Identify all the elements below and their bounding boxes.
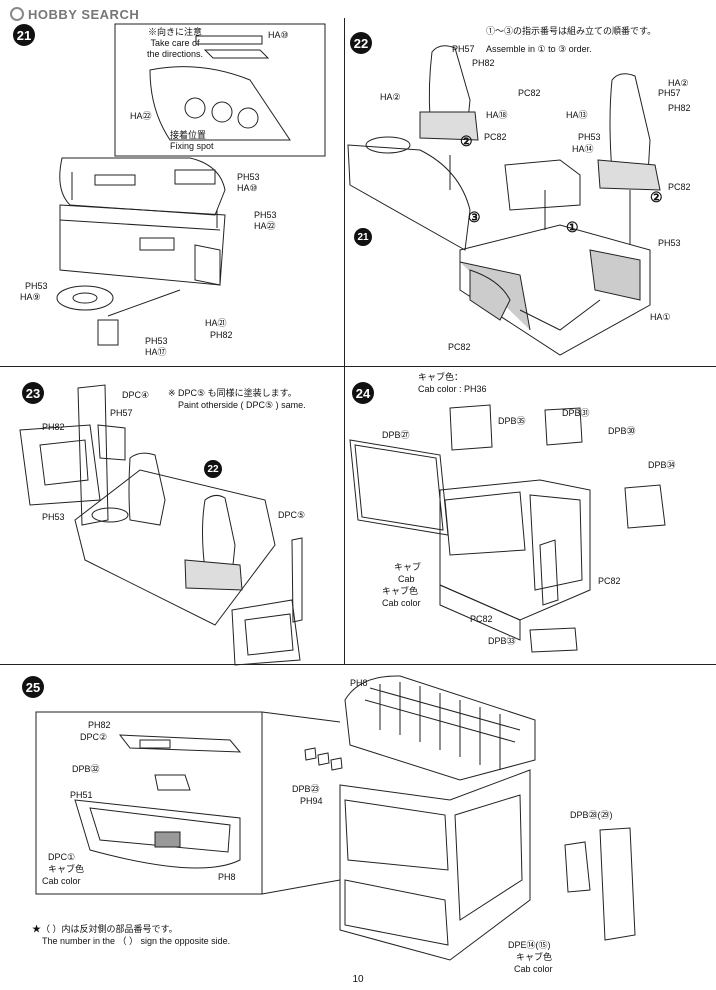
s25-ph94: PH94 (300, 796, 323, 806)
s23-note-jp: ※ DPC⑤ も同様に塗装します。 (168, 388, 297, 398)
hobby-search-logo-icon (10, 7, 24, 21)
direction-note-en1: Take care of (150, 38, 200, 48)
order-mark-2b: ② (650, 189, 663, 205)
s25-dpb23: DPB㉓ (292, 784, 320, 794)
footnote-jp: ★（ ）内は反対側の部品番号です。 (32, 924, 178, 934)
s22-ha1: HA① (650, 312, 671, 322)
s23-note-en: Paint otherside ( DPC⑤ ) same. (178, 400, 306, 410)
s24-dpb30: DPB㉚ (608, 426, 636, 436)
s24-cab-color-en: Cab color : PH36 (418, 384, 487, 394)
part-ha21: HA㉑ (205, 318, 227, 328)
s22-pc82-2: PC82 (484, 132, 507, 142)
part-ha17: HA⑰ (145, 347, 167, 357)
step24-drawing (349, 404, 666, 653)
s25-dpb32: DPB㉜ (72, 764, 100, 774)
s22-ph82-left: PH82 (472, 58, 495, 68)
s22-ph53-2: PH53 (658, 238, 681, 248)
step-21-badge: 21 (13, 24, 35, 46)
s24-cab-en: Cab (398, 574, 415, 584)
s24-cab-color2-en: Cab color (382, 598, 421, 608)
s22-ha2-left: HA② (380, 92, 401, 102)
s22-pc82-1: PC82 (518, 88, 541, 98)
s24-dpb33: DPB㉝ (488, 636, 516, 646)
s25-cab-en: Cab color (42, 876, 81, 886)
s24-cab-color-jp: キャブ色： (418, 372, 464, 382)
s25-ph51: PH51 (70, 790, 93, 800)
order-mark-1: ① (566, 219, 579, 235)
s22-ph57-right: PH57 (658, 88, 681, 98)
order-mark-2: ② (460, 133, 473, 149)
step25-drawing (35, 675, 636, 961)
s23-dpc5: DPC⑤ (278, 510, 306, 520)
part-ha9: HA⑨ (20, 292, 41, 302)
part-ha10-top: HA⑩ (268, 30, 289, 40)
s22-ph82-right: PH82 (668, 103, 691, 113)
step-23-badge: 23 (22, 382, 44, 404)
part-ph82: PH82 (210, 330, 233, 340)
part-ph53-3: PH53 (25, 281, 48, 291)
step-25-badge: 25 (22, 676, 44, 698)
s22-ha13: HA⑬ (566, 110, 588, 120)
s22-pc82-4: PC82 (448, 342, 471, 352)
order-note-en: Assemble in ① to ③ order. (486, 44, 592, 54)
s24-dpb31: DPB㉛ (562, 408, 590, 418)
part-ha10-bottom: HA⑩ (237, 183, 258, 193)
step-22-badge: 22 (350, 32, 372, 54)
s25-ph82: PH82 (88, 720, 111, 730)
s24-cab-jp: キャブ (394, 562, 422, 572)
step22-drawing (347, 45, 661, 356)
site-header: HOBBY SEARCH (10, 6, 139, 22)
s25-cab-jp: キャブ色 (48, 864, 85, 874)
part-ha22-top: HA㉒ (130, 111, 152, 121)
s22-ha14: HA⑭ (572, 144, 594, 154)
s22-ha2-right: HA② (668, 78, 689, 88)
column-divider (344, 18, 345, 664)
s25-dpc1: DPC① (48, 852, 76, 862)
row-divider-2 (0, 664, 716, 665)
part-ph53-4: PH53 (145, 336, 168, 346)
fixing-spot-en: Fixing spot (170, 141, 214, 151)
s22-pc82-3: PC82 (668, 182, 691, 192)
direction-note-en2: the directions. (146, 49, 204, 59)
s25-dpc2: DPC② (80, 732, 108, 742)
s22-ph57-left: PH57 (452, 44, 475, 54)
s23-ph53: PH53 (42, 512, 65, 522)
step-24-badge: 24 (352, 382, 374, 404)
s25-dpb28: DPB㉘(㉙) (570, 810, 613, 820)
s24-dpb34: DPB㉞ (648, 460, 676, 470)
row-divider-1 (0, 366, 716, 367)
s22-ph53-1: PH53 (578, 132, 601, 142)
s24-dpb35: DPB㉟ (498, 416, 526, 426)
part-ph53-2: PH53 (254, 210, 277, 220)
site-name: HOBBY SEARCH (28, 6, 140, 22)
page-number: 10 (352, 974, 364, 985)
s25-cab-en2: Cab color (514, 964, 553, 974)
s23-ph57: PH57 (110, 408, 133, 418)
order-note-jp: ①～③の指示番号は組み立ての順番です。 (486, 26, 657, 36)
direction-note-jp: ※向きに注意 (147, 27, 202, 37)
s24-pc82-2: PC82 (470, 614, 493, 624)
s25-dpe14: DPE⑭(⑮) (508, 940, 551, 950)
s22-ha18: HA⑱ (486, 110, 508, 120)
order-mark-3: ③ (468, 209, 481, 225)
s24-pc82-1: PC82 (598, 576, 621, 586)
s24-dpb27: DPB㉗ (382, 430, 410, 440)
step21-drawing (56, 23, 326, 346)
s23-ph82: PH82 (42, 422, 65, 432)
step23-drawing (19, 384, 303, 666)
footnote-en: The number in the （ ） sign the opposite … (42, 936, 231, 946)
s23-dpc4: DPC④ (122, 390, 150, 400)
s23-sub22-badge: 22 (204, 460, 222, 478)
s25-cab-jp2: キャブ色 (516, 952, 553, 962)
s24-cab-color2-jp: キャブ色 (382, 586, 419, 596)
s25-ph8-top: PH8 (350, 678, 368, 688)
part-ph53-1: PH53 (237, 172, 260, 182)
fixing-spot-jp: 接着位置 (170, 130, 207, 140)
s25-ph8-bottom: PH8 (218, 872, 236, 882)
part-ha22-bottom: HA㉒ (254, 221, 276, 231)
s22-sub21-badge: 21 (354, 228, 372, 246)
